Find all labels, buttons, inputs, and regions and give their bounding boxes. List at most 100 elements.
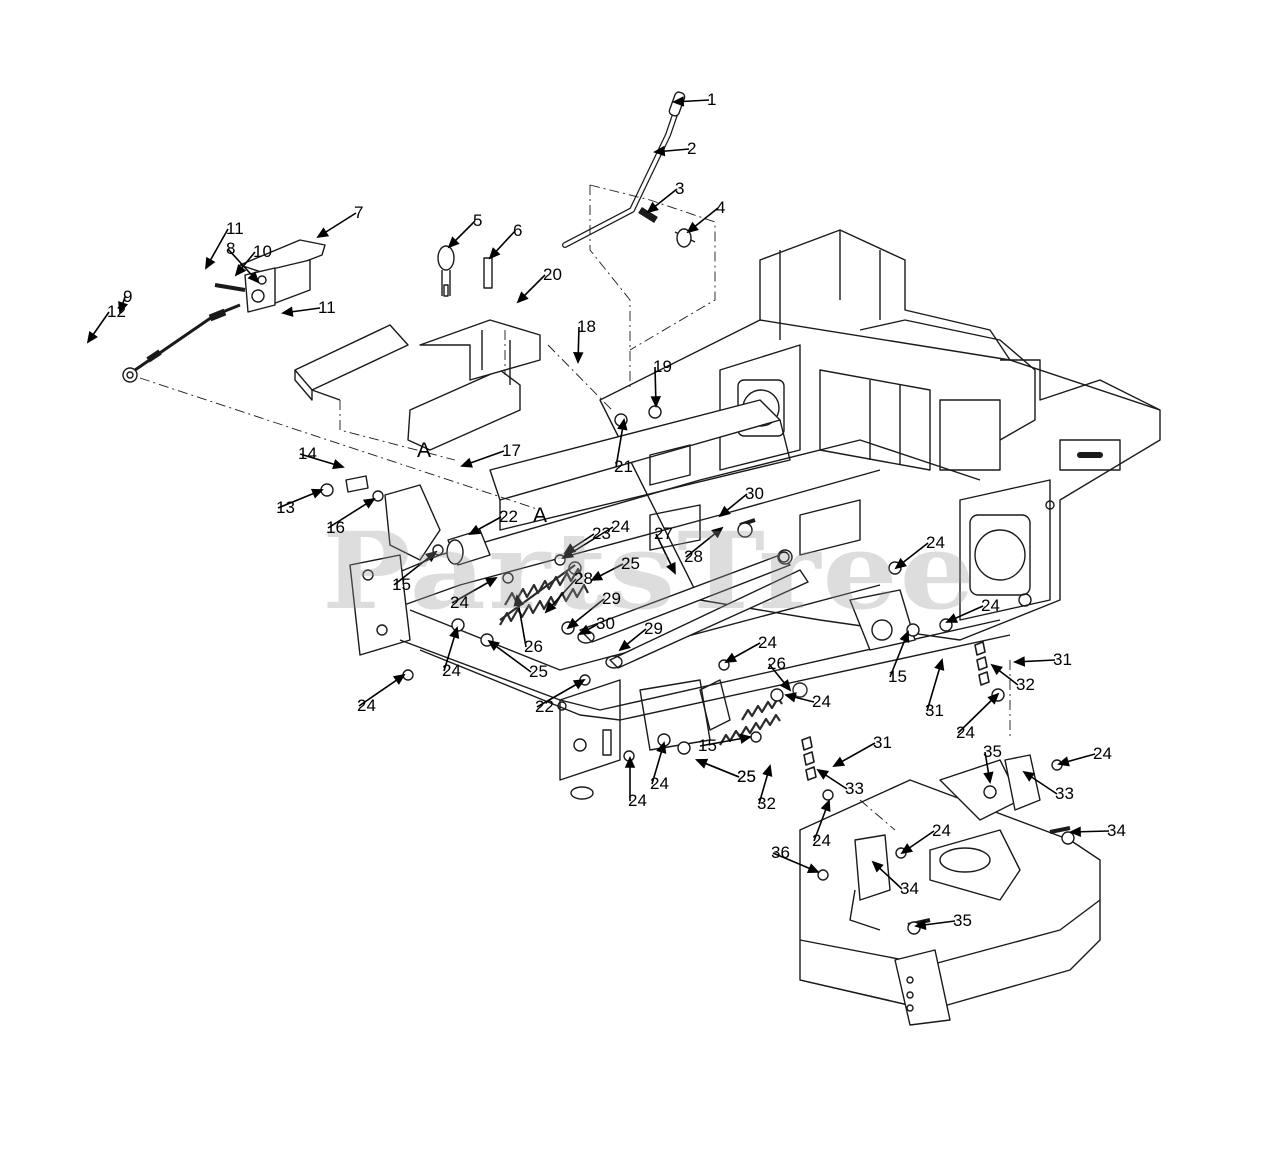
- rear-frame: [599, 229, 1161, 641]
- arrowhead-35: [914, 919, 927, 930]
- callout-35: 35: [953, 911, 972, 930]
- callout-15: 15: [392, 575, 411, 594]
- mower-deck: [799, 754, 1101, 1026]
- callout-26: 26: [524, 637, 543, 656]
- arrowhead-20: [516, 291, 529, 304]
- arrowhead-4: [686, 221, 699, 234]
- arrowhead-14: [332, 459, 345, 470]
- arrowhead-13: [310, 488, 324, 499]
- rear-pivot: [384, 444, 916, 751]
- callout-17: 17: [502, 441, 521, 460]
- arrowhead-26: [513, 594, 524, 607]
- arrowhead-24: [656, 741, 667, 754]
- callout-leaders: [86, 96, 1110, 930]
- callout-11: 11: [318, 298, 336, 317]
- callout-4: 4: [716, 198, 726, 217]
- arrowhead-25: [487, 639, 500, 652]
- callout-25: 25: [737, 767, 756, 786]
- arrowhead-18: [573, 352, 584, 364]
- leader-line-24: [562, 526, 614, 559]
- callout-19: 19: [653, 357, 672, 376]
- callout-9: 9: [123, 287, 133, 306]
- callout-24: 24: [812, 831, 831, 850]
- arrowhead-7: [316, 227, 330, 239]
- callout-23: 23: [592, 524, 611, 543]
- arrowhead-10: [234, 264, 247, 277]
- callout-24: 24: [926, 533, 945, 552]
- arrowhead-21: [617, 418, 628, 431]
- callout-2: 2: [687, 139, 697, 158]
- arrowhead-1: [672, 96, 685, 107]
- arrowhead-8: [247, 271, 260, 284]
- arrowhead-30: [578, 624, 592, 635]
- arrowhead-30: [718, 505, 731, 518]
- callout-24: 24: [650, 774, 669, 793]
- arrowhead-11: [205, 256, 216, 270]
- arrowhead-31: [934, 658, 945, 671]
- arrowhead-28: [711, 526, 724, 539]
- callout-24: 24: [442, 661, 461, 680]
- arrowhead-24: [1057, 756, 1070, 767]
- arrowhead-33: [816, 768, 830, 780]
- arrowhead-24: [987, 692, 1000, 705]
- callout-28: 28: [574, 569, 593, 588]
- callout-7: 7: [354, 203, 364, 222]
- callout-25: 25: [529, 662, 548, 681]
- callout-32: 32: [1016, 675, 1035, 694]
- arrowhead-22: [572, 679, 586, 690]
- callout-3: 3: [675, 179, 685, 198]
- callout-13: 13: [276, 498, 295, 517]
- callout-24: 24: [932, 821, 951, 840]
- callout-22: 22: [499, 507, 518, 526]
- arrowhead-16: [362, 497, 376, 509]
- callout-36: 36: [771, 843, 790, 862]
- callout-24: 24: [450, 593, 469, 612]
- arrowhead-24: [894, 557, 907, 570]
- arrowhead-6: [488, 247, 501, 260]
- arrowhead-19: [650, 396, 661, 408]
- callout-24: 24: [357, 696, 376, 715]
- arrowhead-34: [871, 860, 884, 873]
- callout-24: 24: [956, 723, 975, 742]
- callout-27: 27: [654, 524, 673, 543]
- section-marker-a: A: [533, 504, 548, 527]
- callout-30: 30: [596, 614, 615, 633]
- callout-28: 28: [684, 547, 703, 566]
- arrowhead-11: [281, 306, 294, 317]
- callout-6: 6: [513, 221, 523, 240]
- link-bars: [446, 518, 809, 669]
- arrowhead-22: [468, 524, 482, 535]
- arrowhead-32: [762, 764, 773, 777]
- arrowhead-25: [695, 758, 709, 769]
- callout-10: 10: [253, 242, 272, 261]
- callout-33: 33: [845, 779, 864, 798]
- arrowhead-34: [1069, 826, 1081, 837]
- side-rails: [349, 399, 1011, 781]
- callout-24: 24: [812, 692, 831, 711]
- callout-30: 30: [745, 484, 764, 503]
- callout-32: 32: [757, 794, 776, 813]
- callout-22: 22: [535, 697, 554, 716]
- callout-34: 34: [1107, 821, 1126, 840]
- callout-24: 24: [628, 791, 647, 810]
- arrowhead-24: [900, 843, 914, 855]
- callout-1: 1: [707, 90, 717, 109]
- callout-18: 18: [577, 317, 596, 336]
- arrowhead-31: [832, 756, 846, 767]
- arrowhead-15: [425, 550, 438, 563]
- callout-29: 29: [644, 619, 663, 638]
- arrowhead-26: [779, 679, 792, 692]
- chains: [801, 641, 990, 781]
- assembly-lines: [139, 184, 1011, 831]
- callout-24: 24: [1093, 744, 1112, 763]
- callout-29: 29: [602, 589, 621, 608]
- callout-25: 25: [737, 767, 756, 786]
- arrowhead-27: [666, 561, 676, 575]
- arrowhead-5: [447, 236, 460, 249]
- callout-8: 8: [226, 239, 236, 258]
- arrowhead-9: [118, 301, 129, 314]
- callout-15: 15: [888, 667, 907, 686]
- arrowhead-15: [899, 630, 910, 644]
- arrowhead-12: [86, 330, 98, 344]
